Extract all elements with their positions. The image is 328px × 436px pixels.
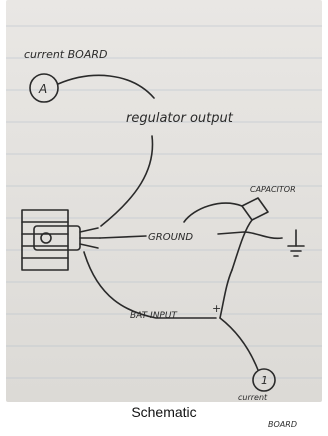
terminal-a-circle xyxy=(29,73,59,103)
wire-ground-left xyxy=(99,235,147,239)
heatsink xyxy=(21,209,69,271)
caption-title: Schematic xyxy=(131,404,197,420)
wire-a-to-output xyxy=(57,74,155,99)
wire-junction-capacitor xyxy=(219,269,233,319)
schematic-drawing: current BOARD A regulator output CAPACIT… xyxy=(6,25,322,402)
label-bottom-board-line2: BOARD xyxy=(268,420,297,429)
label-bat-input: BAT INPUT xyxy=(130,311,178,321)
ground-symbol xyxy=(287,229,305,257)
terminal-1-circle xyxy=(252,368,276,392)
wire-ground-right xyxy=(217,231,283,240)
label-bottom-board-line1: current xyxy=(238,393,268,402)
wire-to-terminal-1 xyxy=(219,317,259,371)
label-top-board: current BOARD xyxy=(24,48,107,61)
label-plus: + xyxy=(212,302,221,315)
capacitor xyxy=(183,197,269,271)
ruled-lines xyxy=(6,25,322,379)
notebook-sheet: current BOARD A regulator output CAPACIT… xyxy=(6,0,322,402)
label-terminal-1: 1 xyxy=(261,374,268,387)
label-capacitor: CAPACITOR xyxy=(250,185,296,194)
label-terminal-a: A xyxy=(38,82,47,96)
wire-bat-input xyxy=(83,251,217,319)
wire-output-to-regulator xyxy=(100,135,154,227)
label-ground: GROUND xyxy=(148,232,193,243)
label-regulator-output: regulator output xyxy=(126,111,234,126)
voltage-regulator xyxy=(33,225,101,251)
